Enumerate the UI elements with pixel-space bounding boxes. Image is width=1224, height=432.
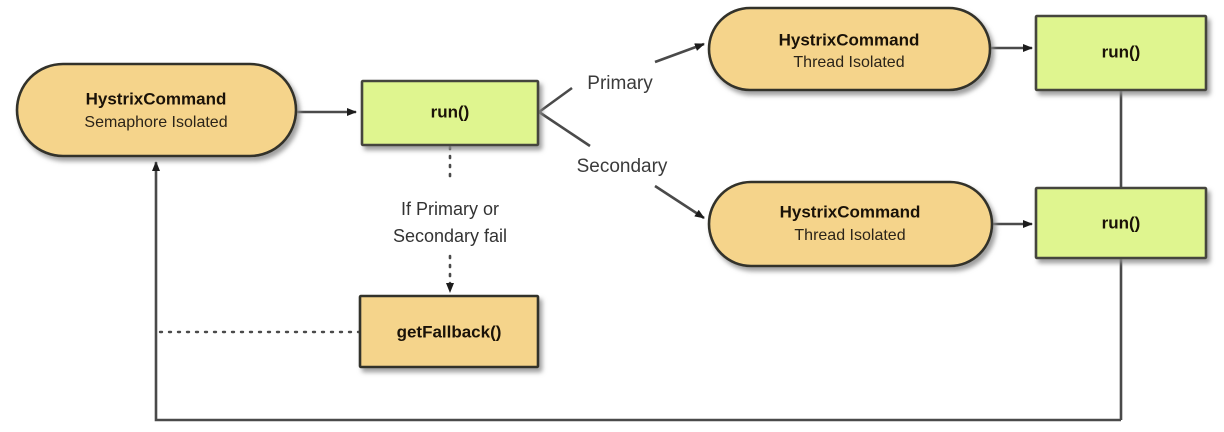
node-fallback[interactable] xyxy=(358,294,540,369)
node-shape xyxy=(707,6,992,92)
fallback-note-line2: Secondary fail xyxy=(393,226,507,246)
node-shape xyxy=(707,180,994,268)
node-secondary-run-title: run() xyxy=(1102,213,1141,232)
node-secondary-command-title: HystrixCommand xyxy=(780,202,921,221)
node-secondary-command[interactable] xyxy=(707,180,994,268)
node-shape xyxy=(358,294,540,369)
edge-return-path xyxy=(152,161,1121,422)
edge-line-stub xyxy=(538,110,591,148)
node-shape xyxy=(1034,186,1208,260)
node-shape xyxy=(15,62,298,158)
edge-run-to-primary xyxy=(538,42,705,114)
node-shape xyxy=(1034,14,1208,92)
node-primary-command[interactable] xyxy=(707,6,992,92)
node-semaphore-command[interactable] xyxy=(15,62,298,158)
fallback-note-line1: If Primary or xyxy=(401,199,499,219)
edge-layer xyxy=(152,42,1123,422)
node-primary-run[interactable] xyxy=(1034,14,1208,92)
node-semaphore-run[interactable] xyxy=(360,79,540,147)
node-primary-command-title: HystrixCommand xyxy=(779,30,920,49)
edge-run-to-secondary xyxy=(538,110,705,220)
node-secondary-run[interactable] xyxy=(1034,186,1208,260)
node-semaphore-command-subtitle: Semaphore Isolated xyxy=(84,114,227,131)
node-semaphore-command-title: HystrixCommand xyxy=(86,89,227,108)
node-shape xyxy=(360,79,540,147)
edge-label-primary: Primary xyxy=(587,73,653,94)
edge-line-head xyxy=(654,42,705,64)
node-secondary-command-subtitle: Thread Isolated xyxy=(794,227,905,244)
node-primary-run-title: run() xyxy=(1102,42,1141,61)
node-primary-command-subtitle: Thread Isolated xyxy=(793,54,904,71)
edge-line-stub xyxy=(538,86,573,114)
node-fallback-title: getFallback() xyxy=(397,322,502,341)
edge-label-secondary: Secondary xyxy=(577,156,668,177)
node-semaphore-run-title: run() xyxy=(431,102,470,121)
edge-line-head xyxy=(654,184,705,220)
edge-return-to-semaphore xyxy=(152,161,1121,422)
